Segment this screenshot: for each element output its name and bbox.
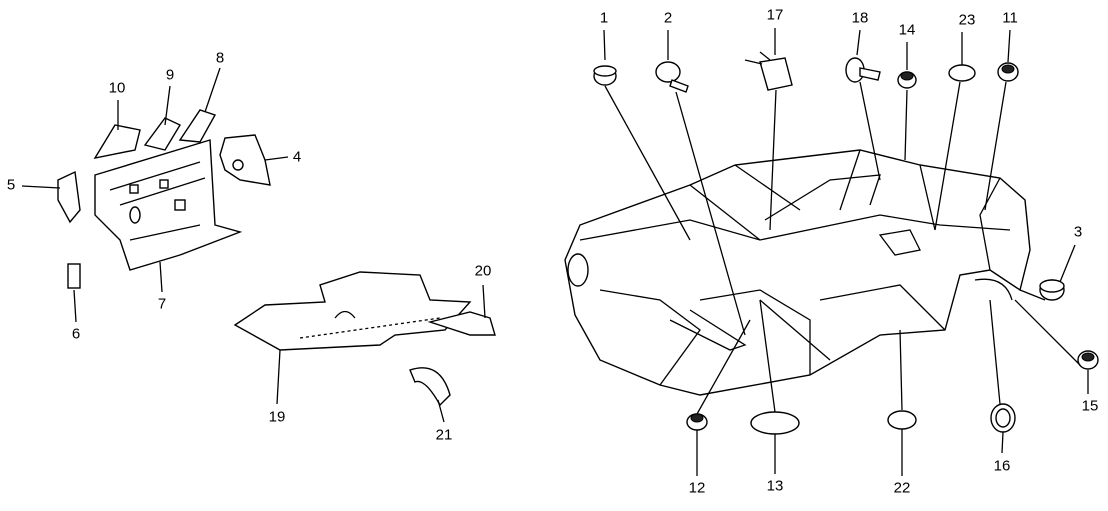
callout-22: 22 xyxy=(893,479,911,497)
plug-3 xyxy=(1039,279,1065,301)
clip-2 xyxy=(655,61,689,93)
callout-15: 15 xyxy=(1081,397,1099,415)
insulator-5 xyxy=(57,170,81,224)
callout-21: 21 xyxy=(435,426,453,444)
callout-10: 10 xyxy=(108,79,126,97)
callout-16: 16 xyxy=(993,457,1011,475)
plug-1 xyxy=(593,65,617,86)
plug-12 xyxy=(686,413,708,431)
insulator-21 xyxy=(409,367,451,407)
plug-13 xyxy=(750,411,800,435)
callout-12: 12 xyxy=(688,479,706,497)
callout-8: 8 xyxy=(215,49,225,67)
callout-14: 14 xyxy=(898,21,916,39)
callout-17: 17 xyxy=(766,6,784,24)
callout-11: 11 xyxy=(1002,9,1018,27)
car-body-shell xyxy=(564,149,1031,396)
plug-14 xyxy=(897,71,917,89)
callout-3: 3 xyxy=(1073,223,1083,241)
callout-7: 7 xyxy=(157,295,167,313)
insulator-10 xyxy=(93,124,141,159)
callout-13: 13 xyxy=(766,477,784,495)
callout-18: 18 xyxy=(851,9,869,27)
callout-9: 9 xyxy=(165,66,175,84)
plug-15 xyxy=(1077,350,1099,370)
callout-19: 19 xyxy=(268,408,286,426)
insulator-6 xyxy=(67,263,81,289)
insulator-20 xyxy=(427,311,496,336)
plug-22 xyxy=(887,410,917,430)
callout-4: 4 xyxy=(292,148,302,166)
grommet-16 xyxy=(990,403,1016,433)
floor-carpet-19 xyxy=(233,271,472,351)
clip-17 xyxy=(744,51,793,91)
callout-23: 23 xyxy=(958,11,976,29)
insulator-9 xyxy=(143,117,181,151)
dash-insulator-7 xyxy=(94,139,243,271)
callout-2: 2 xyxy=(663,9,673,27)
plug-23 xyxy=(948,64,976,82)
callout-20: 20 xyxy=(474,262,492,280)
insulator-8 xyxy=(178,109,217,143)
insulator-4 xyxy=(219,134,271,186)
callout-1: 1 xyxy=(599,9,609,27)
callout-6: 6 xyxy=(71,325,81,343)
callout-5: 5 xyxy=(6,176,16,194)
clip-18 xyxy=(845,57,881,83)
plug-11 xyxy=(997,62,1019,82)
